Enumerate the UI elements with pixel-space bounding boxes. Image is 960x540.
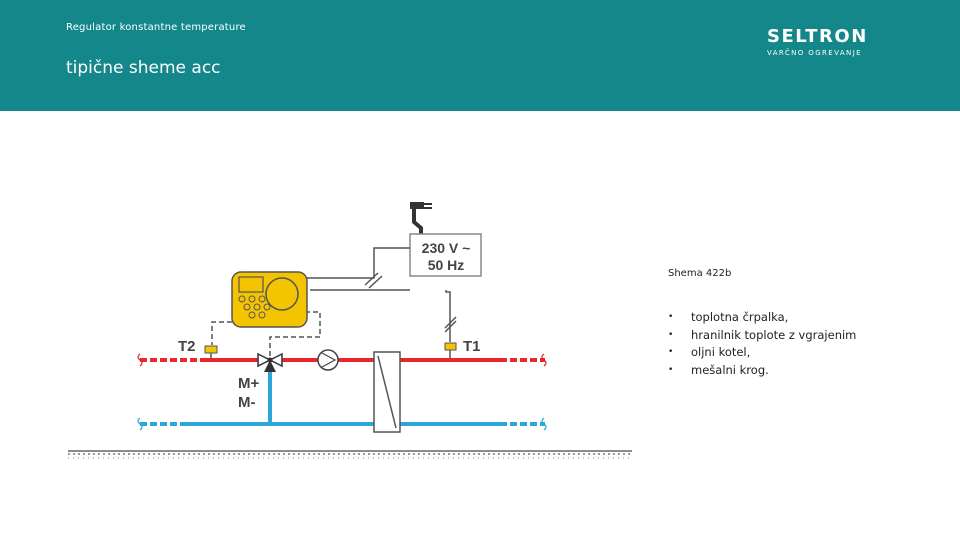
component-list: toplotna črpalka, hranilnik toplote z vg… <box>668 309 856 379</box>
power-plug-icon <box>410 202 432 234</box>
motor-minus-label: M- <box>238 394 256 411</box>
list-item: oljni kotel, <box>668 344 856 362</box>
list-item: mešalni krog. <box>668 362 856 380</box>
logo-tagline: VARČNO OGREVANJE <box>767 49 862 57</box>
seltron-logo: SELTRON VARČNO OGREVANJE <box>767 26 897 58</box>
supply-pipe <box>137 353 547 367</box>
page-title: tipične sheme acc <box>66 58 221 78</box>
power-frequency-label: 50 Hz <box>428 257 465 273</box>
header-subtitle: Regulator konstantne temperature <box>66 22 246 33</box>
pump-icon <box>317 349 339 371</box>
return-pipe <box>137 417 547 431</box>
heat-exchanger-icon <box>373 351 401 433</box>
wiring <box>307 247 457 342</box>
valve-control-wire <box>269 311 321 358</box>
sensor-t2-wire <box>211 321 256 345</box>
motor-plus-label: M+ <box>238 375 259 392</box>
ground-line <box>68 450 632 459</box>
sensor-t1 <box>444 342 457 358</box>
list-item: hranilnik toplote z vgrajenim <box>668 327 856 345</box>
logo-wordmark: SELTRON <box>767 26 868 47</box>
sensor-t1-label: T1 <box>463 338 481 355</box>
hydraulic-scheme-diagram: 230 V ~ 50 Hz <box>68 202 632 459</box>
list-item: toplotna črpalka, <box>668 309 856 327</box>
sensor-t2-label: T2 <box>178 338 196 355</box>
controller-unit <box>231 271 308 328</box>
scheme-label: Shema 422b <box>668 268 732 279</box>
power-supply-box <box>409 233 482 277</box>
mixing-valve-icon <box>257 352 283 372</box>
header-banner: Regulator konstantne temperature tipične… <box>0 0 960 111</box>
power-voltage-label: 230 V ~ <box>422 240 471 256</box>
sensor-t2 <box>204 345 218 358</box>
